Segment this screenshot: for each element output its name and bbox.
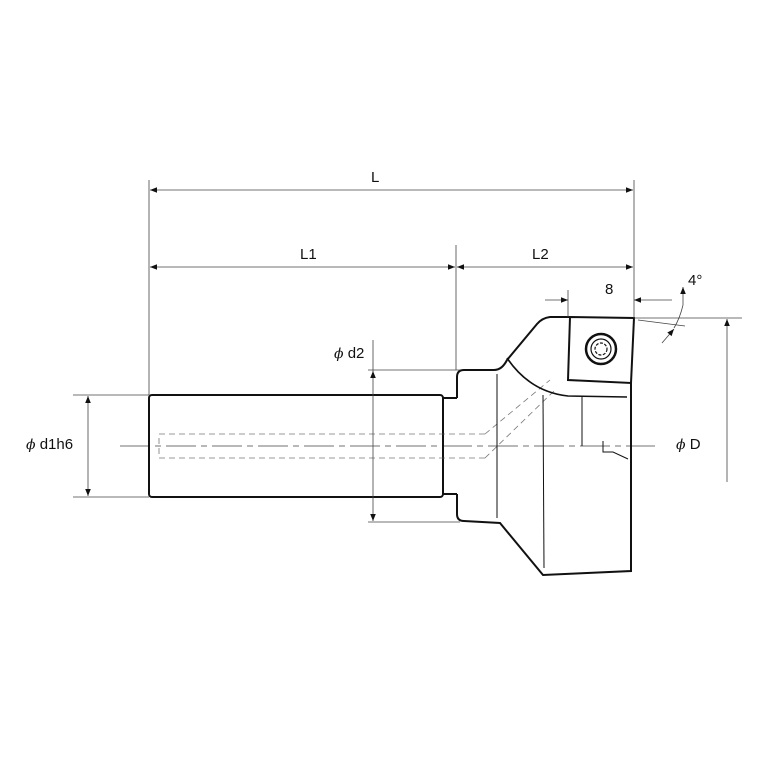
body-line <box>542 394 545 569</box>
chip-pocket-curve <box>506 357 628 398</box>
d1h6-text: d1h6 <box>39 436 74 453</box>
torx-screw-icon <box>584 332 618 366</box>
phi-symbol: ϕ <box>26 437 36 453</box>
coolant-outlet <box>602 441 629 460</box>
label-L1: L1 <box>300 246 317 263</box>
label-angle: 4° <box>688 272 703 289</box>
label-L2: L2 <box>532 246 549 263</box>
cutting-insert <box>566 315 636 385</box>
label-D: ϕ D <box>676 436 701 453</box>
label-d2: ϕ d2 <box>334 345 364 362</box>
head-body <box>456 316 632 577</box>
label-insert-width: 8 <box>605 281 614 298</box>
D-text: D <box>689 436 701 453</box>
d2-text: d2 <box>347 345 365 362</box>
dimension-L <box>73 180 742 523</box>
label-d1h6: ϕ d1h6 <box>26 436 73 453</box>
phi-symbol: ϕ <box>334 346 344 362</box>
neck <box>443 397 457 495</box>
phi-symbol: ϕ <box>676 437 686 453</box>
label-L: L <box>371 169 380 186</box>
